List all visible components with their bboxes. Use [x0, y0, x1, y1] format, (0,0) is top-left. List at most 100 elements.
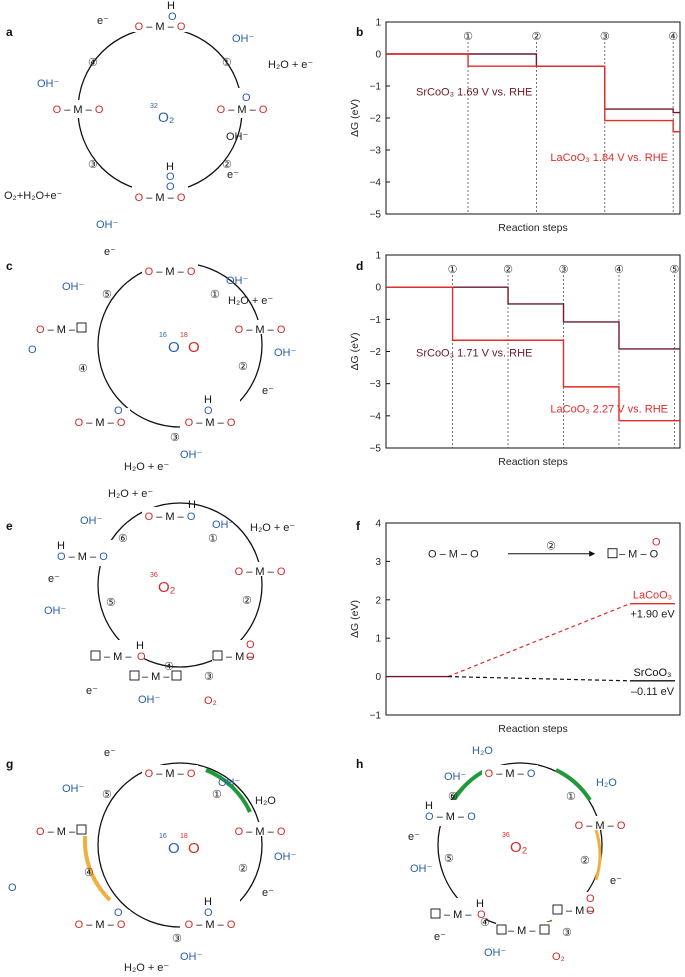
svg-text:– M –: – M – [142, 671, 170, 683]
series-name-b-1: LaCoO₃ 1.84 V vs. RHE [550, 152, 668, 164]
step-h2: ② [580, 855, 590, 867]
svg-text:H: H [136, 640, 144, 652]
step-c1: ① [210, 289, 220, 301]
x-axis-label-b: Reaction steps [498, 222, 567, 234]
scheme-right-f: – M – O [619, 549, 659, 561]
oh-c3: OH⁻ [180, 449, 203, 461]
step-e2: ② [242, 595, 252, 607]
iso18-g: 18 [180, 833, 188, 840]
step-e4: ④ [164, 661, 174, 673]
svg-text:O – M – O: O – M – O [135, 192, 186, 204]
o-out-g4: O [8, 882, 17, 894]
step-h3: ③ [562, 927, 572, 939]
oh-h6: OH⁻ [444, 771, 467, 783]
svg-text:O: O [166, 181, 175, 193]
o2-e3: O₂ [204, 695, 217, 707]
e-c2: e⁻ [262, 385, 274, 397]
step-e3: ③ [204, 671, 214, 683]
e-g5: e⁻ [104, 747, 116, 759]
svg-text:O – M – O: O – M – O [135, 21, 186, 33]
svg-text:O: O [246, 639, 255, 651]
center-h: O₂ [510, 839, 528, 856]
oh-e6: OH⁻ [80, 515, 103, 527]
oh-a4: OH⁻ [37, 78, 60, 90]
x-axis-label-d: Reaction steps [498, 456, 567, 468]
svg-text:O – M – O: O – M – O [145, 511, 196, 523]
water-g1: H₂O [255, 795, 276, 807]
y-tick-label-f-1: 3 [375, 557, 381, 568]
iso-h: 36 [502, 832, 510, 839]
series-name-b-0: SrCoO₃ 1.69 V vs. RHE [416, 87, 532, 99]
svg-text:O: O [137, 651, 146, 663]
step-label-b-3: ④ [668, 31, 678, 43]
oh-c5: OH⁻ [62, 281, 85, 293]
svg-text:– M –: – M – [104, 651, 132, 663]
svg-text:O: O [204, 405, 213, 417]
step-h4: ④ [480, 917, 490, 929]
step-h1: ① [566, 791, 576, 803]
step-g4: ④ [84, 867, 94, 879]
cycle-e: O – M – O H O – M – O O O – M – – M – – … [44, 488, 295, 707]
svg-text:O – M – O: O – M – O [75, 919, 126, 931]
svg-text:H: H [166, 161, 174, 173]
waste-a3: O₂+H₂O+e⁻ [4, 190, 63, 202]
cycle-g: O – M – O O – M – O H O O – M – O O O – … [8, 747, 297, 974]
cycle-h: O – M – O O – M – O O O – M – – M – – M … [408, 745, 628, 963]
x-axis-label-f: Reaction steps [498, 723, 567, 735]
oh-c2: OH⁻ [274, 347, 297, 359]
panel-label-f: f [356, 519, 361, 533]
e-e5: e⁻ [48, 573, 60, 585]
svg-text:– M –: – M – [508, 925, 536, 937]
panel-label-g: g [6, 757, 13, 771]
wateroe-e6: H₂O + e⁻ [108, 488, 153, 500]
step-label-d-3: ④ [614, 264, 624, 276]
step-g5: ⑤ [102, 789, 112, 801]
y-tick-label-b-5: −4 [370, 178, 382, 189]
step-g2: ② [238, 863, 248, 875]
svg-text:O – M –: O – M – [36, 324, 76, 336]
wateroe-c1: H₂O + e⁻ [228, 295, 273, 307]
svg-text:O – M – O: O – M – O [235, 826, 286, 838]
step-c4: ④ [78, 363, 88, 375]
svg-text:O – M – O: O – M – O [53, 104, 104, 116]
svg-text:O – M – O: O – M – O [235, 324, 286, 336]
svg-text:O: O [246, 651, 255, 663]
oh-h5: OH⁻ [410, 863, 433, 875]
series-value-f-1: –0.11 eV [631, 686, 675, 698]
svg-text:O: O [114, 907, 123, 919]
step-g1: ① [212, 789, 222, 801]
center-a: O₂ [158, 109, 174, 125]
e-a2: e⁻ [227, 169, 239, 181]
step-e1: ① [208, 533, 218, 545]
wateroe-g3: H₂O + e⁻ [124, 962, 169, 974]
svg-text:– M –: – M – [444, 909, 472, 921]
svg-text:H: H [425, 800, 433, 812]
oh-e1: OH⁻ [212, 519, 235, 531]
svg-text:H: H [57, 540, 65, 552]
center-g-o1: O [168, 840, 180, 857]
svg-text:O – M – O: O – M – O [75, 417, 126, 429]
oh-g1: OH⁻ [218, 777, 241, 789]
oh-g2: OH⁻ [274, 851, 297, 863]
center-e: O₂ [158, 579, 176, 596]
y-tick-label-d-0: 1 [375, 251, 381, 262]
svg-text:O: O [168, 11, 177, 23]
step-label-d-1: ② [503, 264, 513, 276]
svg-text:H: H [204, 394, 212, 406]
series-name-f-1: SrCoO₃ [633, 667, 671, 679]
step-label-d-0: ① [448, 264, 458, 276]
svg-text:O – M –: O – M – [36, 826, 76, 838]
oh-g5: OH⁻ [62, 783, 85, 795]
step-e6: ⑥ [118, 533, 128, 545]
svg-text:O – M – O: O – M – O [185, 919, 236, 931]
vacancy-box-f [607, 548, 618, 559]
o2-h3: O₂ [552, 951, 565, 963]
step-c5: ⑤ [102, 289, 112, 301]
oh-a1: OH⁻ [232, 33, 255, 45]
center-g-o2: O [188, 840, 200, 857]
y-tick-label-d-5: −4 [370, 411, 382, 422]
y-tick-label-f-2: 2 [375, 595, 381, 606]
wateroe-c3: H₂O + e⁻ [124, 461, 169, 473]
